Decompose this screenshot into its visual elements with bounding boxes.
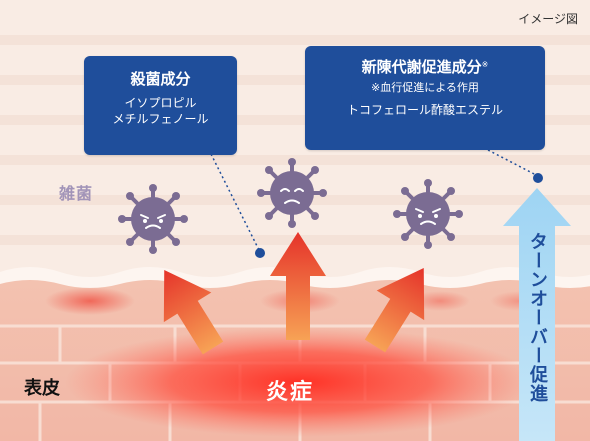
- leader-line-turnover: [487, 149, 539, 177]
- turnover-title-mark: ※: [481, 60, 489, 69]
- turnover-label: ターンオーバー促進: [527, 232, 548, 403]
- virus-center: [257, 158, 327, 228]
- leader-line-sterilizing: [210, 153, 261, 253]
- bacteria-label: 雑菌: [59, 184, 94, 203]
- turnover-title: 新陳代謝促進成分※: [305, 57, 545, 77]
- sterilizing-title: 殺菌成分: [130, 70, 191, 88]
- arrow-right: [364, 267, 425, 353]
- inflammation-label: 炎症: [266, 380, 315, 405]
- arrow-center: [270, 232, 326, 340]
- virus-left: [118, 184, 188, 254]
- arrow-left: [163, 269, 224, 355]
- image-note: イメージ図: [518, 12, 578, 26]
- turnover-title-text: 新陳代謝促進成分: [361, 58, 482, 76]
- turnover-footnote: ※血行促進による作用: [371, 81, 479, 94]
- turnover-arrow: [503, 188, 571, 441]
- virus-right: [393, 179, 463, 249]
- skin-label: 表皮: [24, 378, 60, 399]
- sterilizing-ingredient-box: 殺菌成分 イソプロピル メチルフェノール: [84, 56, 237, 155]
- sterilizing-line-2: メチルフェノール: [112, 112, 209, 126]
- turnover-ingredient-box: 新陳代謝促進成分※ ※血行促進による作用 トコフェロール酢酸エステル: [305, 46, 545, 150]
- leader-dot-turnover: [533, 173, 543, 183]
- sterilizing-line-1: イソプロピル: [124, 96, 197, 110]
- turnover-ingredient: トコフェロール酢酸エステル: [346, 103, 503, 117]
- inflammation-arrows: [163, 232, 425, 355]
- leader-dot-sterilizing: [255, 248, 265, 258]
- inflammation-glow: [65, 327, 535, 437]
